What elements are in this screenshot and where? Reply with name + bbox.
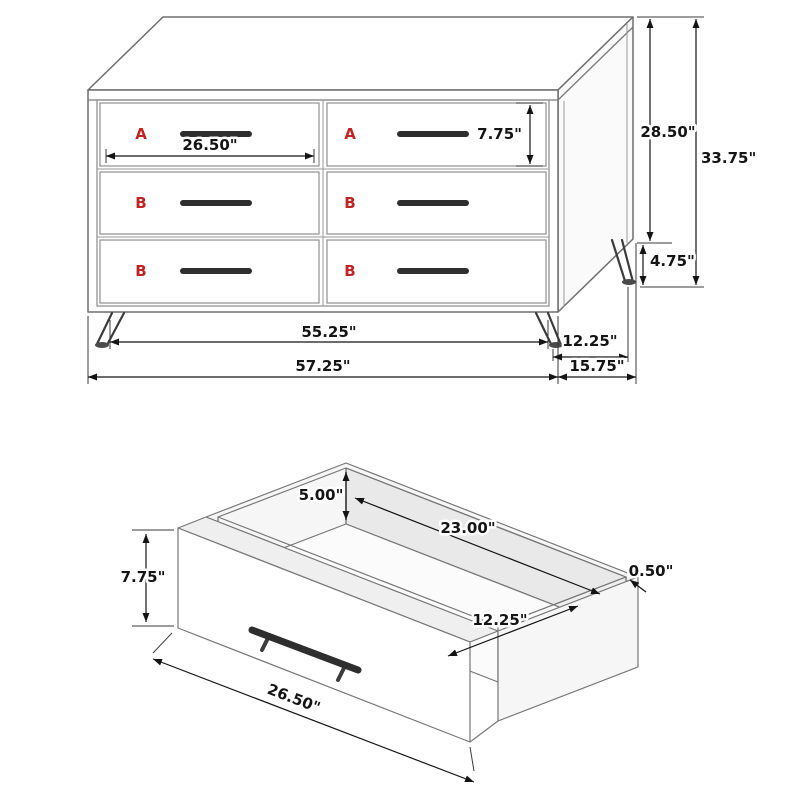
- drawer-letter-b4: B: [344, 262, 355, 280]
- dresser-side-panel-lines: [563, 24, 628, 307]
- drawer-handle: [180, 268, 252, 274]
- dim-drawer-width: 26.50": [182, 136, 237, 154]
- drawer-handle: [397, 200, 469, 206]
- dim-line-front-width: [152, 658, 475, 783]
- dim-inner-depth: 12.25": [472, 611, 527, 629]
- dim-line-inner-width: [354, 497, 601, 595]
- dim-overall-width: 57.25": [295, 357, 350, 375]
- leg-foot: [95, 342, 109, 348]
- dim-front-width: 26.50": [265, 680, 323, 717]
- dim-leg-height: 4.75": [650, 252, 695, 270]
- drawer-letter-b3: B: [135, 262, 146, 280]
- dim-side-thickness: 0.50": [629, 562, 674, 580]
- dim-drawer-height: 7.75": [477, 125, 522, 143]
- dim-front-height: 7.75": [121, 568, 166, 586]
- drawer-box-diagram: [177, 462, 639, 743]
- leg-foot: [622, 279, 636, 285]
- dresser-dimensions: 26.50" 7.75" 28.50" 33.75" 4.75" 55.25" …: [87, 16, 759, 384]
- dresser-diagram: A A B B B B: [87, 16, 636, 348]
- dim-overall-height: 33.75": [701, 149, 756, 167]
- dresser-leg-back-right: [610, 238, 635, 284]
- drawer-letter-b2: B: [344, 194, 355, 212]
- drawer-letter-b1: B: [135, 194, 146, 212]
- drawer-letter-a2: A: [344, 125, 356, 143]
- drawer-handle: [180, 200, 252, 206]
- dim-overall-depth: 15.75": [569, 357, 624, 375]
- drawer-letter-a1: A: [135, 125, 147, 143]
- leg-foot: [549, 342, 563, 348]
- dim-leg-span-width: 55.25": [301, 323, 356, 341]
- extension-lines: [132, 529, 475, 772]
- dresser-top-face: [87, 16, 634, 91]
- dim-leg-span-depth: 12.25": [562, 332, 617, 350]
- dim-line-inner-depth: [447, 605, 579, 657]
- drawer-handle: [397, 268, 469, 274]
- dresser-dividers: [97, 100, 549, 306]
- drawer-bottom-join-edge: [469, 720, 499, 743]
- drawer-handle: [180, 131, 252, 137]
- dim-inner-height: 5.00": [299, 486, 344, 504]
- leader-side-thickness: [629, 579, 647, 593]
- drawer-handle: [397, 131, 469, 137]
- dim-inner-width: 23.00": [440, 519, 495, 537]
- dim-case-height: 28.50": [640, 123, 695, 141]
